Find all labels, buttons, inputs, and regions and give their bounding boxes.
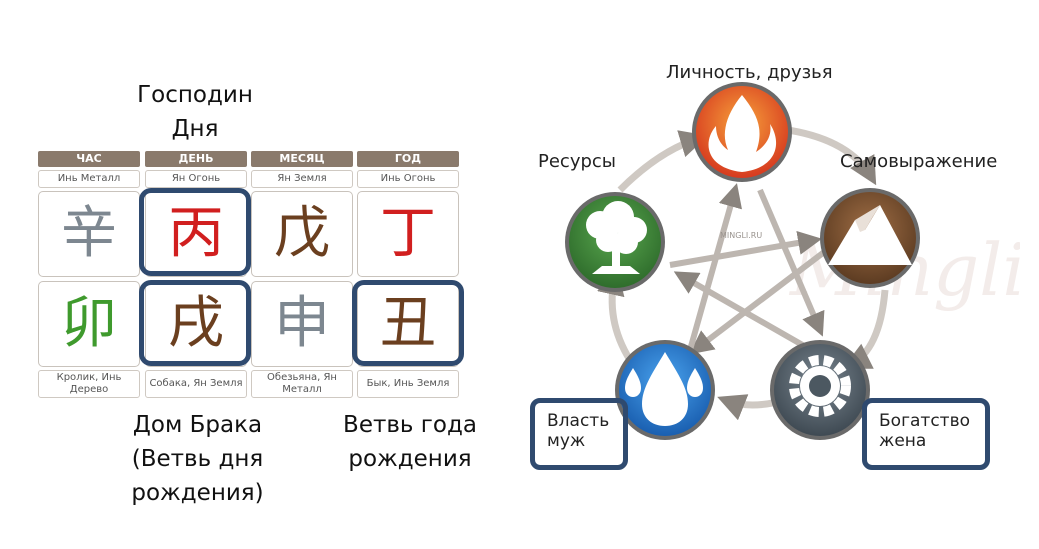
metal-element [770, 340, 870, 440]
metal-label-box: Богатство жена [862, 398, 990, 470]
branch-desc-hour: Кролик, Инь Дерево [38, 370, 140, 398]
wood-label: Ресурсы [538, 151, 617, 172]
year-branch-highlight [352, 280, 464, 366]
marriage-house-label: Дом Брака (Ветвь дня рождения) [131, 412, 264, 506]
earth-element [820, 188, 920, 288]
year-branch-label: Ветвь года рождения [343, 412, 477, 472]
stem-year: 丁 [357, 191, 459, 277]
branch-hour: 卯 [38, 281, 140, 367]
stem-desc-day: Ян Огонь [145, 170, 247, 188]
stem-hour: 辛 [38, 191, 140, 277]
fire-label: Личность, друзья [666, 62, 833, 83]
stem-desc-month: Ян Земля [251, 170, 353, 188]
mountain-icon [828, 205, 912, 265]
water-label-box: Власть муж [530, 398, 628, 470]
water-drop-icon [625, 352, 703, 426]
tree-icon [586, 201, 647, 274]
branch-desc-month: Обезьяна, Ян Металл [251, 370, 353, 398]
gear-icon [789, 355, 851, 417]
stem-desc-hour: Инь Металл [38, 170, 140, 188]
header-month: МЕСЯЦ [251, 151, 353, 167]
day-branch-highlight [139, 280, 251, 366]
stem-desc-year: Инь Огонь [357, 170, 459, 188]
branch-day: 戌 [145, 281, 247, 367]
header-hour: ЧАС [38, 151, 140, 167]
header-day: ДЕНЬ [145, 151, 247, 167]
branch-year: 丑 [357, 281, 459, 367]
stem-month: 戊 [251, 191, 353, 277]
five-elements-diagram: Mingli MINGLI.RU [565, 82, 1020, 440]
earth-label: Самовыражение [840, 151, 998, 172]
watermark-text: MINGLI.RU [720, 231, 762, 240]
flame-icon [708, 95, 777, 172]
controlling-cycle-arrows [669, 183, 842, 358]
branch-desc-day: Собака, Ян Земля [145, 370, 247, 398]
header-year: ГОД [357, 151, 459, 167]
wood-element [565, 192, 665, 292]
day-master-label: Господин Дня [137, 82, 253, 142]
water-element [615, 340, 715, 440]
stem-day: 丙 [145, 191, 247, 277]
branch-month: 申 [251, 281, 353, 367]
fire-element [692, 82, 792, 182]
day-stem-highlight [139, 188, 251, 276]
branch-desc-year: Бык, Инь Земля [357, 370, 459, 398]
